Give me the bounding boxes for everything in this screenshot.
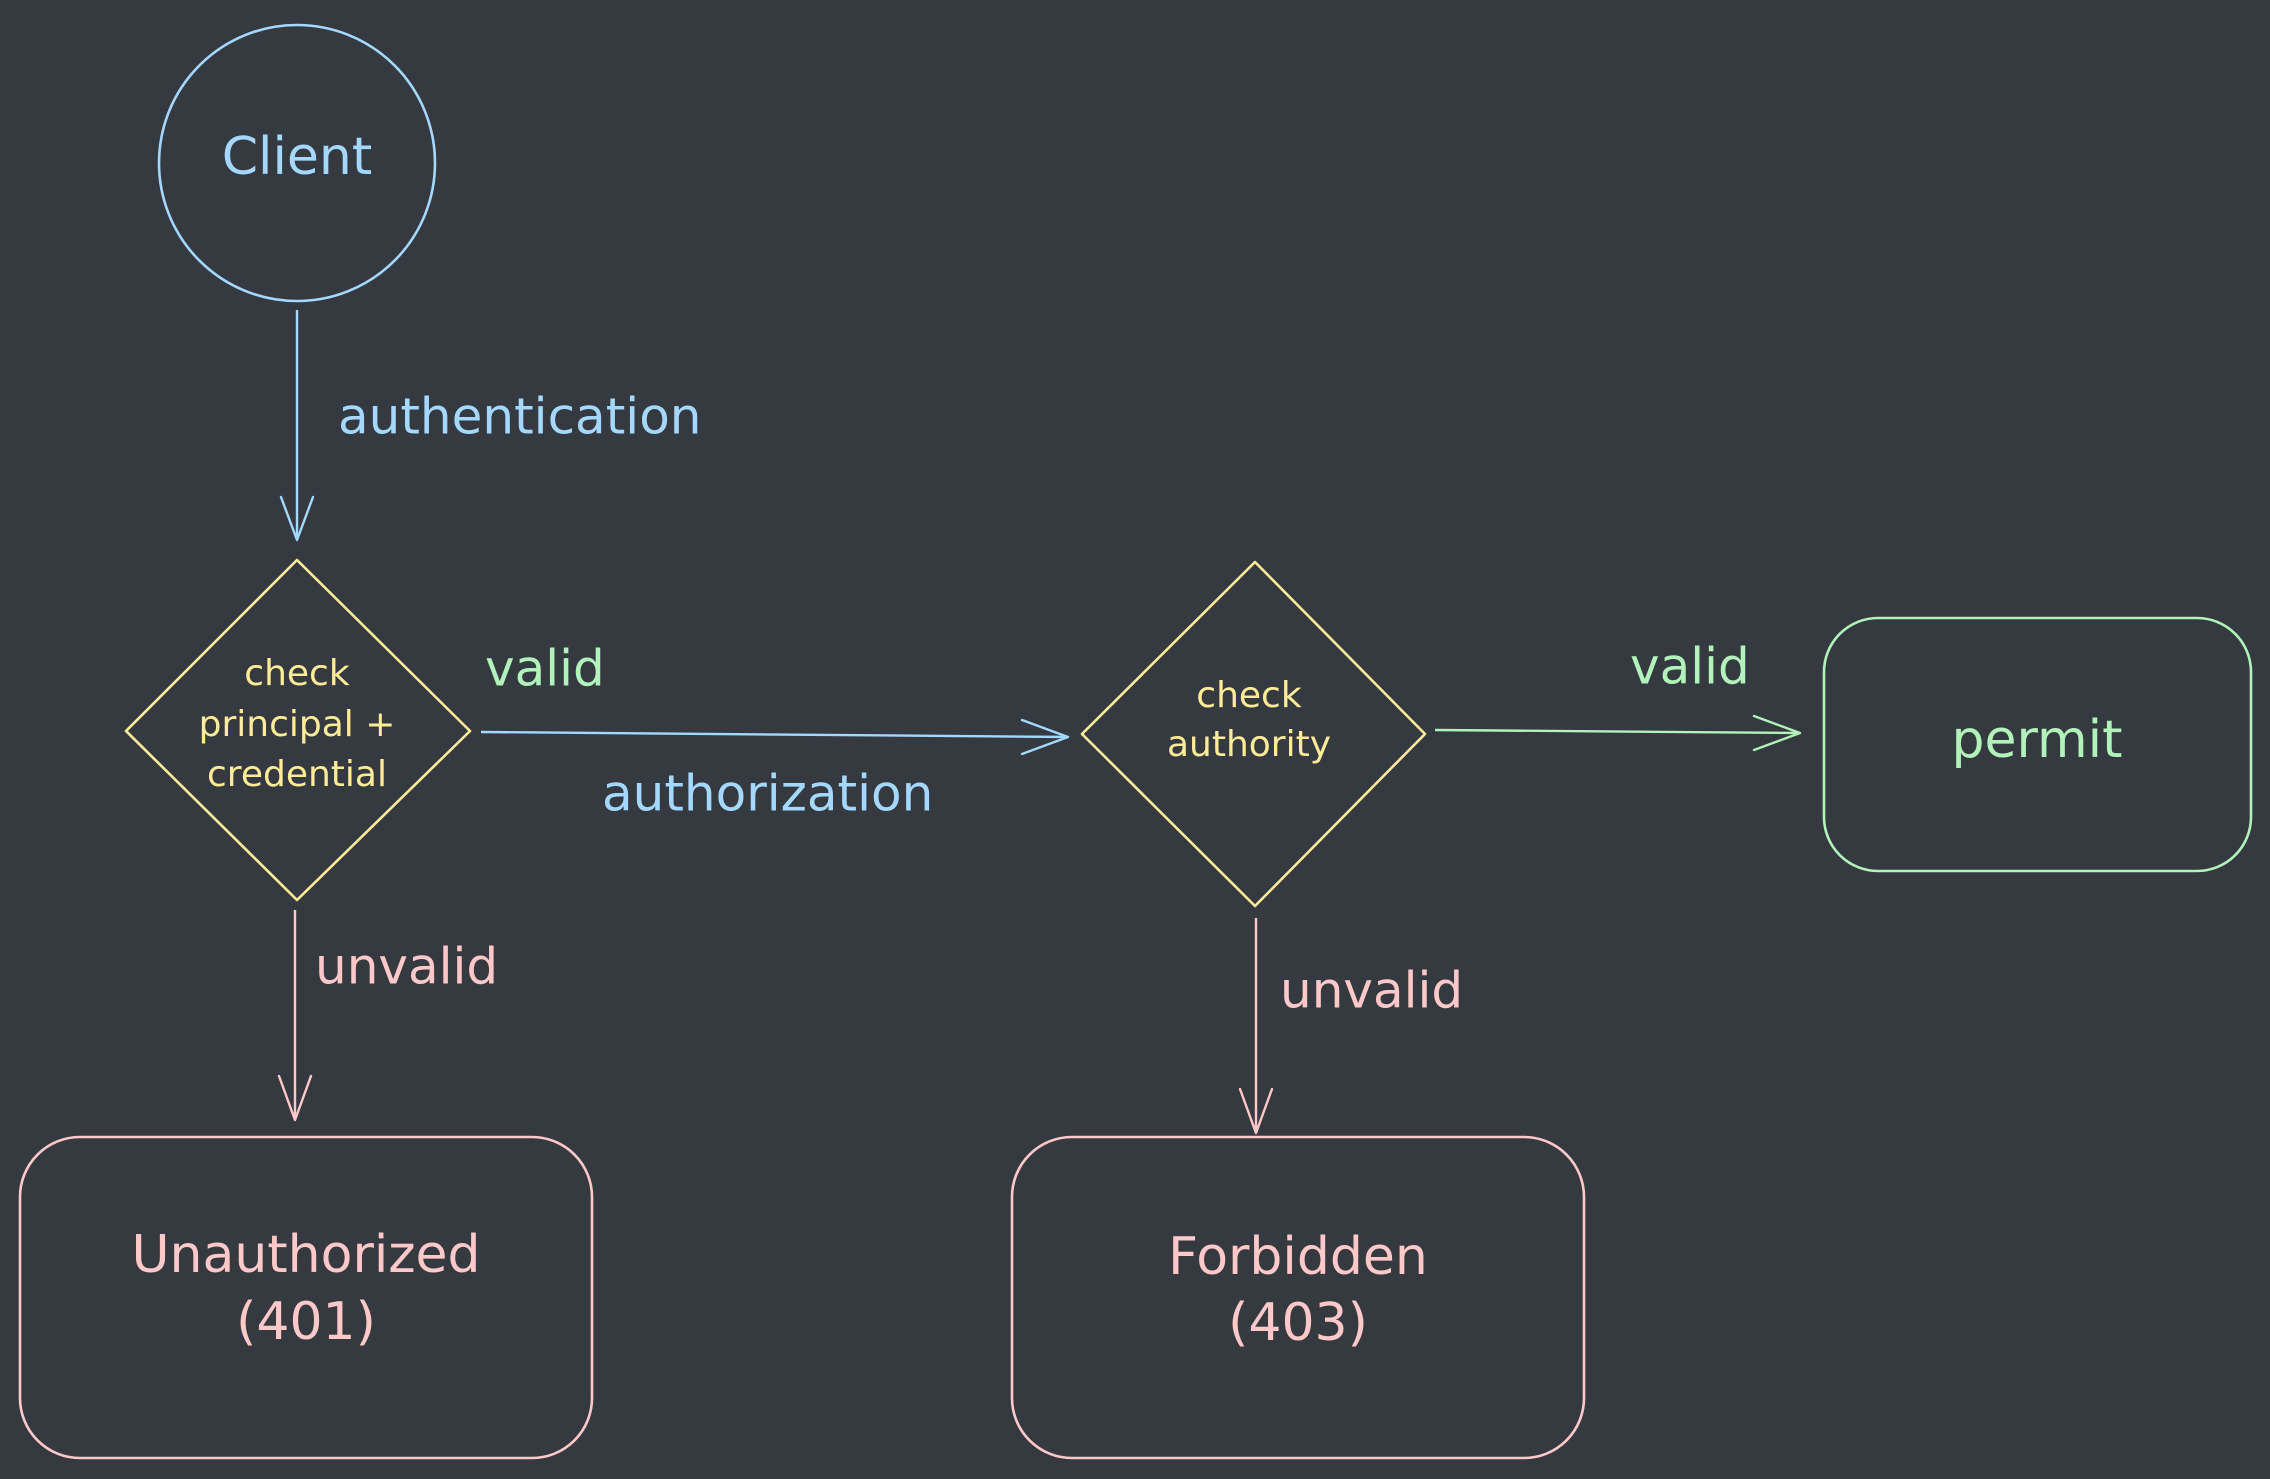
permit-edge-label: valid bbox=[1630, 638, 1750, 696]
check-authority-label-line-1: check bbox=[1196, 675, 1302, 716]
unauthorized-box bbox=[18, 1135, 594, 1460]
authentication-arrowhead bbox=[279, 495, 315, 542]
forbidden-edge-label: unvalid bbox=[1280, 962, 1463, 1020]
check-credential-label-line-1: check bbox=[244, 653, 350, 694]
unauthorized-edge: unvalid bbox=[277, 910, 498, 1122]
permit-arrow-line bbox=[1434, 728, 1801, 735]
check-authority-node: check authority bbox=[1080, 560, 1427, 908]
client-circle bbox=[157, 23, 437, 303]
permit-arrowhead bbox=[1752, 714, 1802, 752]
authorization-edge: valid authorization bbox=[480, 640, 1070, 823]
authorization-condition-label: valid bbox=[485, 640, 605, 698]
unauthorized-arrowhead bbox=[277, 1074, 313, 1122]
check-credential-diamond bbox=[124, 558, 472, 902]
permit-box bbox=[1822, 616, 2253, 873]
check-credential-label-line-3: credential bbox=[207, 754, 387, 795]
check-authority-label-line-2: authority bbox=[1167, 724, 1331, 765]
permit-node: permit bbox=[1822, 616, 2253, 873]
check-authority-diamond bbox=[1080, 560, 1427, 908]
check-credential-node: check principal + credential bbox=[124, 558, 472, 902]
forbidden-edge: unvalid bbox=[1238, 918, 1463, 1135]
forbidden-box bbox=[1010, 1135, 1586, 1460]
authentication-edge: authentication bbox=[279, 310, 701, 542]
unauthorized-edge-label: unvalid bbox=[315, 938, 498, 996]
authorization-arrow-line bbox=[480, 730, 1069, 739]
permit-label: permit bbox=[1952, 710, 2123, 770]
client-node: Client bbox=[157, 23, 437, 303]
forbidden-arrowhead bbox=[1238, 1087, 1274, 1135]
client-label: Client bbox=[222, 127, 373, 187]
unauthorized-label-line-2: (401) bbox=[236, 1292, 376, 1352]
forbidden-label-line-2: (403) bbox=[1228, 1293, 1368, 1353]
authentication-label: authentication bbox=[338, 388, 701, 446]
permit-edge: valid bbox=[1434, 638, 1802, 752]
check-credential-label-line-2: principal + bbox=[199, 704, 396, 745]
forbidden-node: Forbidden (403) bbox=[1010, 1135, 1586, 1460]
unauthorized-node: Unauthorized (401) bbox=[18, 1135, 594, 1460]
authorization-arrowhead bbox=[1020, 718, 1070, 756]
unauthorized-label-line-1: Unauthorized bbox=[131, 1225, 480, 1285]
forbidden-label-line-1: Forbidden bbox=[1168, 1227, 1428, 1287]
authorization-label: authorization bbox=[602, 765, 933, 823]
